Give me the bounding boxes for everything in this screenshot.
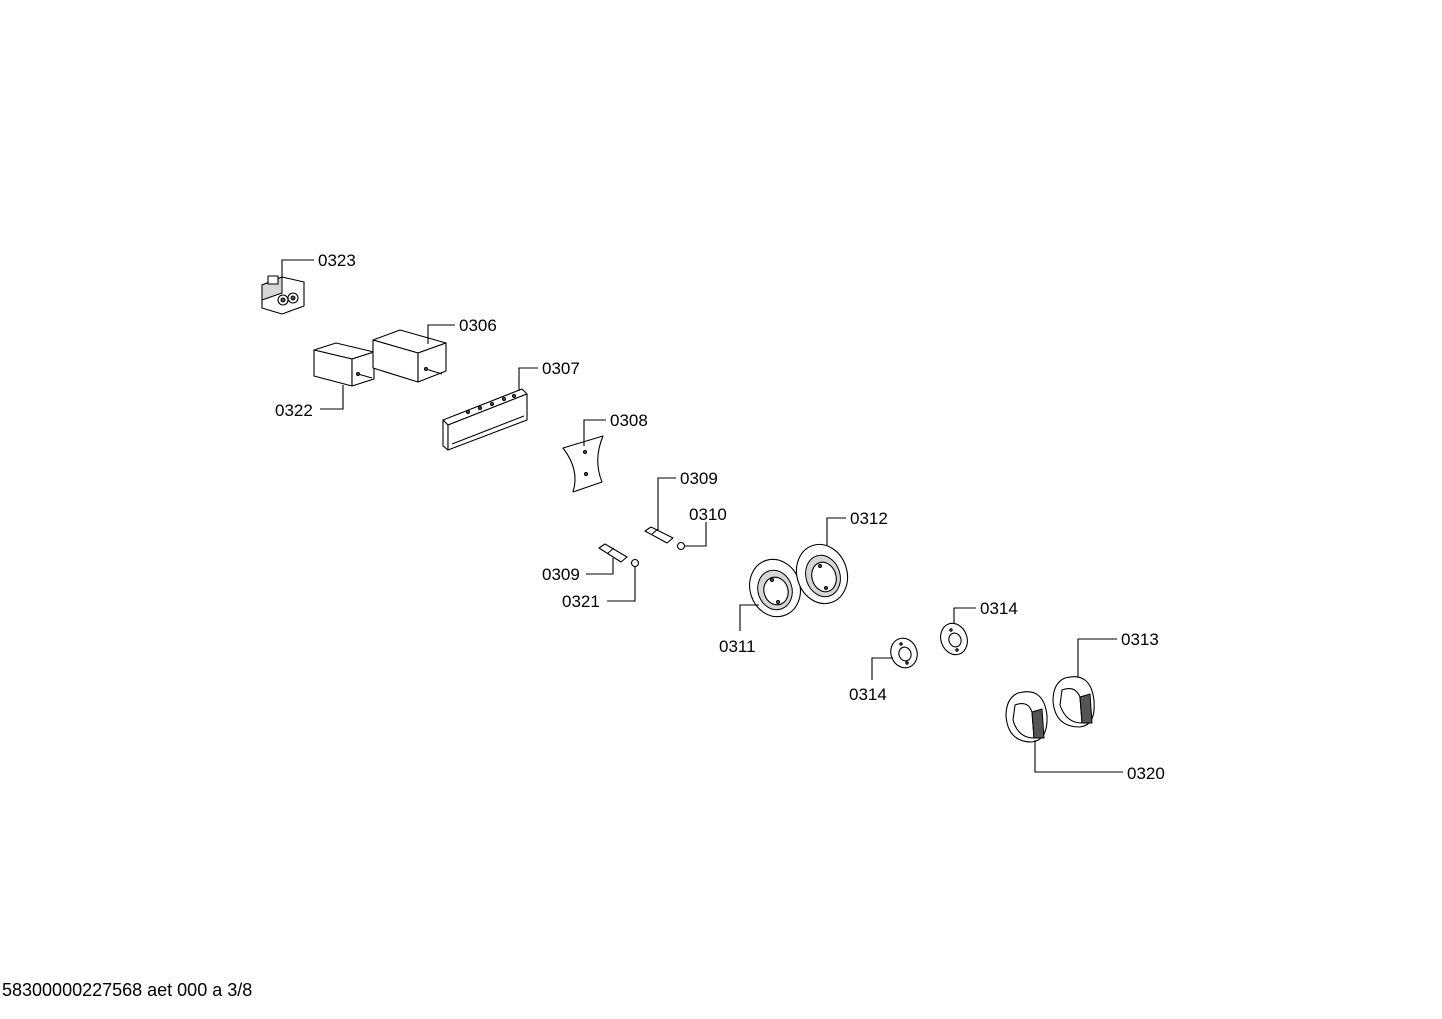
part-0306-switch-box[interactable]	[372, 329, 447, 383]
leader-0306	[427, 324, 455, 344]
label-0323[interactable]: 0323	[318, 251, 356, 270]
leader-0310	[685, 522, 707, 547]
part-0309-shaft-upper[interactable]	[644, 526, 674, 544]
label-0308[interactable]: 0308	[610, 411, 648, 430]
label-0310[interactable]: 0310	[689, 505, 727, 524]
part-0320-knob[interactable]	[1005, 691, 1048, 743]
leader-0321	[607, 567, 636, 602]
part-0314-washer-lower[interactable]	[887, 634, 922, 671]
label-0306[interactable]: 0306	[459, 316, 497, 335]
label-0313[interactable]: 0313	[1121, 630, 1159, 649]
label-0322[interactable]: 0322	[275, 401, 313, 420]
part-0313-knob[interactable]	[1052, 676, 1095, 728]
part-0310-cap[interactable]	[676, 541, 686, 551]
leader-0308	[583, 419, 606, 446]
document-id-footer: 58300000227568 aet 000 a 3/8	[2, 980, 253, 1000]
leader-0311	[739, 604, 759, 631]
part-0323-terminal-block[interactable]	[261, 275, 305, 315]
leader-0312	[826, 517, 846, 546]
leader-0307	[518, 367, 538, 391]
label-0307[interactable]: 0307	[542, 359, 580, 378]
part-0307-mounting-rail[interactable]	[442, 388, 528, 451]
label-0312[interactable]: 0312	[850, 509, 888, 528]
leader-0322	[320, 385, 344, 410]
leader-0320	[1034, 740, 1123, 773]
leader-0313	[1077, 638, 1117, 677]
label-0314-lower[interactable]: 0314	[849, 685, 887, 704]
leader-0309-upper	[657, 477, 676, 530]
label-0314-upper[interactable]: 0314	[980, 599, 1018, 618]
label-0320[interactable]: 0320	[1127, 764, 1165, 783]
leader-0314-lower	[871, 657, 893, 680]
part-0312-bezel[interactable]	[789, 538, 855, 611]
part-0322-switch-box[interactable]	[313, 342, 375, 387]
part-0314-washer-upper[interactable]	[936, 620, 971, 659]
leader-0309-lower	[586, 558, 614, 575]
label-0321[interactable]: 0321	[562, 592, 600, 611]
leader-0323	[281, 259, 314, 277]
part-0321-ring[interactable]	[630, 558, 640, 568]
label-0311[interactable]: 0311	[719, 637, 756, 656]
part-0309-shaft-lower[interactable]	[598, 543, 628, 563]
leader-0314-upper	[953, 607, 976, 624]
part-0308-bracket-plate[interactable]	[562, 435, 604, 493]
label-0309-lower[interactable]: 0309	[542, 565, 580, 584]
label-0309-upper[interactable]: 0309	[680, 469, 718, 488]
